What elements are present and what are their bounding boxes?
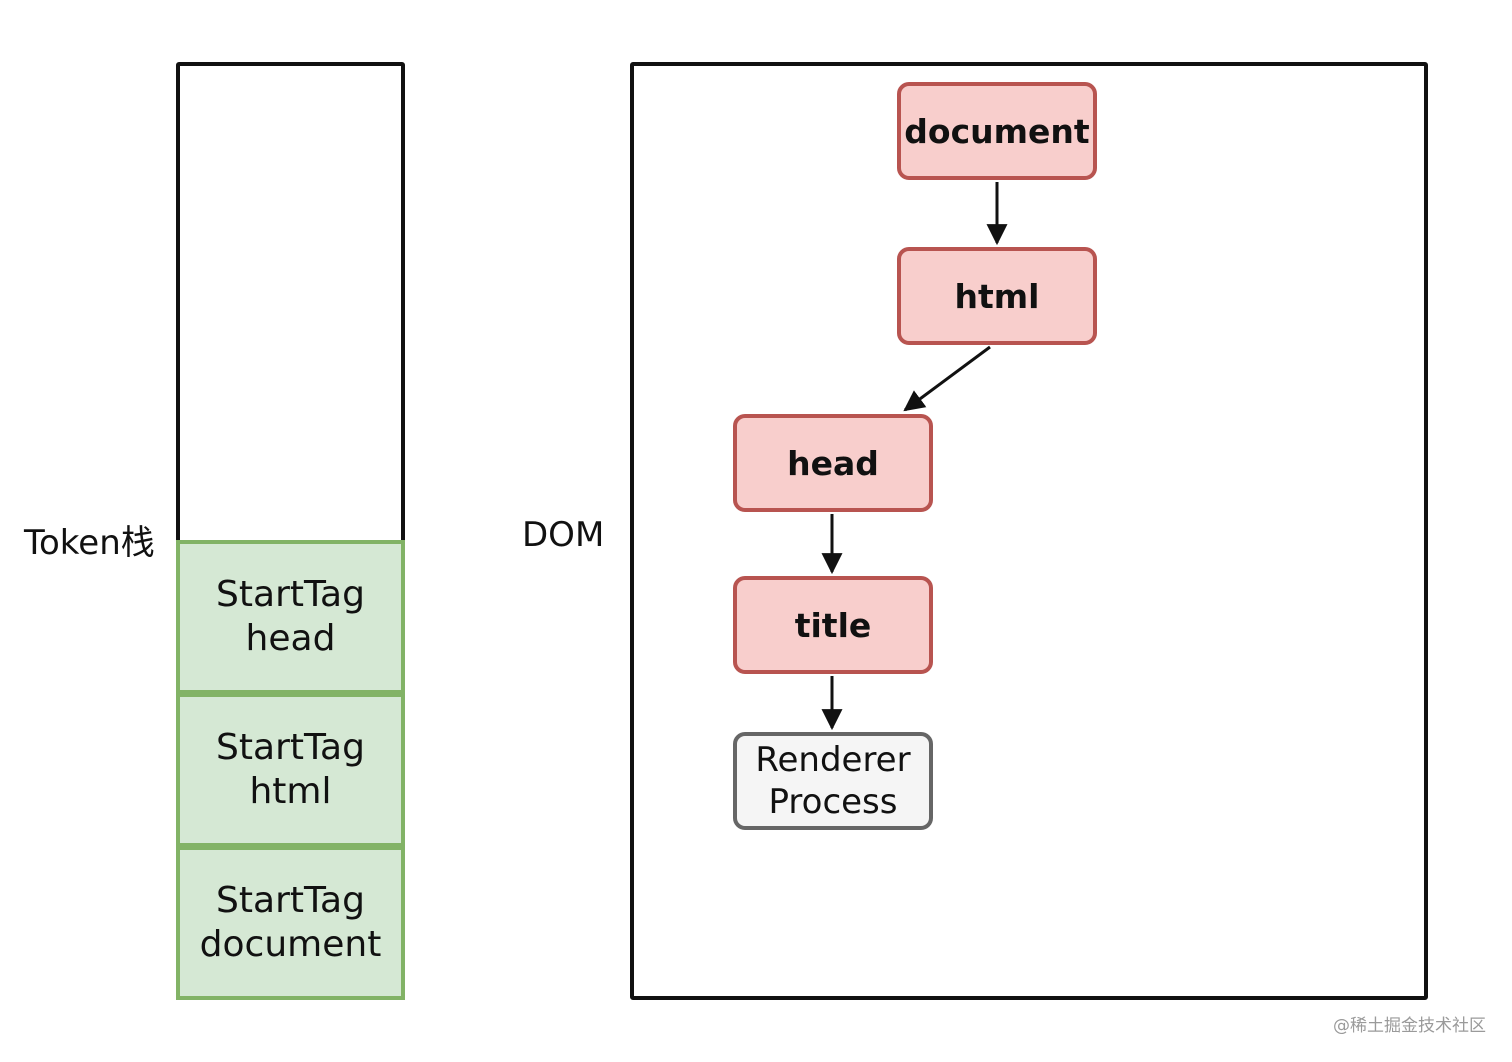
stack-item-line1: StartTag [216, 574, 365, 615]
stack-item-line2: head [245, 618, 336, 659]
dom-node-html: html [897, 247, 1097, 345]
stack-item-html: StartTag html [176, 693, 405, 847]
dom-frame [630, 62, 1428, 1000]
stack-item-line2: document [199, 924, 382, 965]
dom-node-label: html [954, 276, 1040, 316]
dom-label: DOM [522, 515, 605, 555]
dom-node-label: title [794, 605, 872, 645]
stack-item-line1: StartTag [216, 727, 365, 768]
dom-node-document: document [897, 82, 1097, 180]
dom-node-label: document [904, 111, 1090, 151]
dom-node-title: title [733, 576, 933, 674]
renderer-process-line2: Process [768, 782, 898, 822]
stack-item-head: StartTag head [176, 540, 405, 694]
token-stack-label: Token栈 [24, 523, 155, 563]
renderer-process-node: Renderer Process [733, 732, 933, 830]
stack-item-document: StartTag document [176, 846, 405, 1000]
dom-node-label: head [787, 443, 879, 483]
stack-item-line2: html [249, 771, 332, 812]
watermark: @稀土掘金技术社区 [1333, 1016, 1486, 1036]
renderer-process-line1: Renderer [755, 740, 911, 780]
dom-node-head: head [733, 414, 933, 512]
stack-item-line1: StartTag [216, 880, 365, 921]
